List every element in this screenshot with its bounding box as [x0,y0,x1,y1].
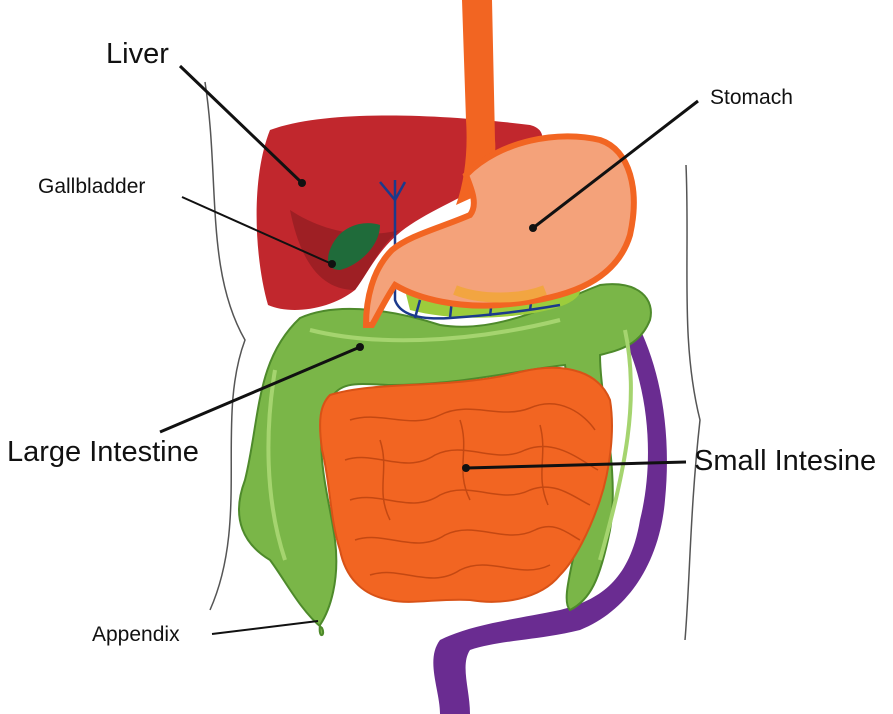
leader-liver-dot [298,179,306,187]
esophagus [456,0,496,205]
stomach [362,133,637,328]
leader-appendix [211,620,319,635]
leader-large-intestine-dot [356,343,364,351]
gallbladder [328,223,380,270]
label-liver: Liver [106,38,169,70]
leader-liver [178,64,304,185]
body-outline [204,81,701,641]
bile-ducts [379,180,561,320]
label-small-intestine: Small Intesine [694,445,877,477]
small-intestine [319,366,613,603]
rectum [433,310,667,714]
leader-small-intestine-dot [462,464,470,472]
leader-large-intestine [159,345,361,434]
leader-lines [159,64,699,635]
label-gallbladder: Gallbladder [38,175,146,198]
leader-stomach-dot [529,224,537,232]
leader-small-intestine [465,460,687,470]
leader-gallbladder-dot [328,260,336,268]
leader-gallbladder [181,196,333,265]
label-appendix: Appendix [92,623,180,646]
leader-stomach [532,99,699,230]
label-large-intestine: Large Intestine [7,436,199,468]
label-stomach: Stomach [710,86,793,109]
